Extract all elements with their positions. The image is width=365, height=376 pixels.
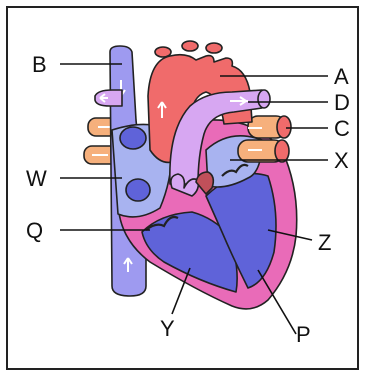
label-Q: Q [26, 218, 43, 243]
label-W: W [26, 166, 47, 191]
label-A: A [334, 64, 349, 89]
label-C: C [334, 116, 350, 141]
svc-opening [120, 127, 146, 149]
label-X: X [334, 148, 349, 173]
label-Y: Y [160, 316, 175, 341]
label-D: D [334, 90, 350, 115]
label-B: B [32, 52, 47, 77]
ivc-opening [126, 179, 150, 201]
label-P: P [296, 322, 311, 347]
label-Z: Z [318, 230, 331, 255]
